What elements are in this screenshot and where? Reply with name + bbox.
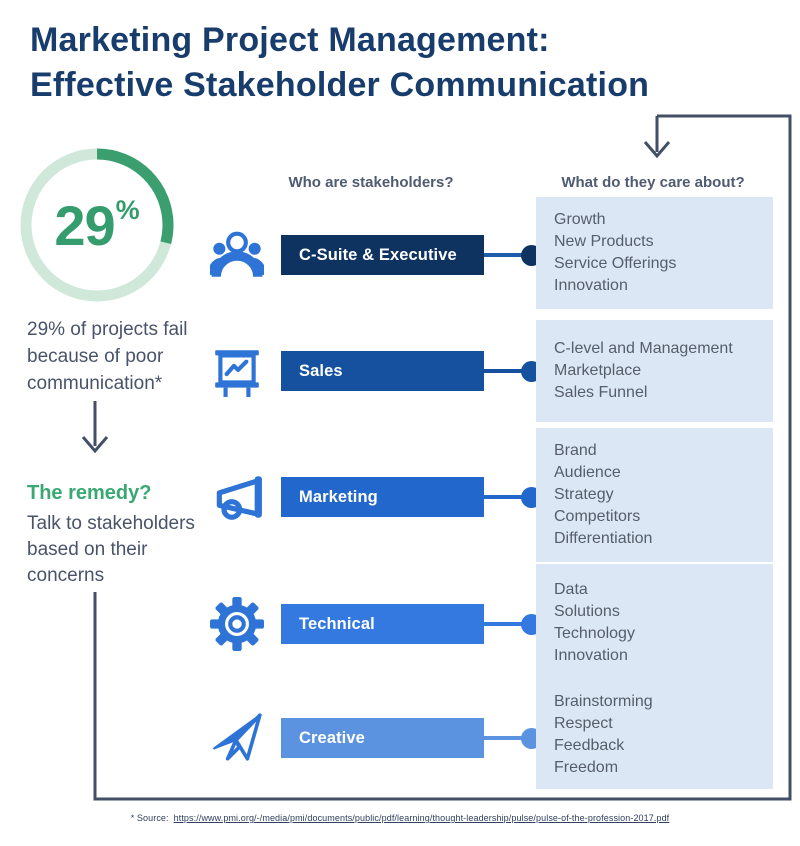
care-item: Brand [554, 442, 597, 459]
stakeholder-label-text: Technical [299, 614, 375, 633]
remedy-arrow-head [81, 436, 109, 454]
care-item: Respect [554, 715, 613, 732]
column-header-who: Who are stakeholders? [288, 174, 454, 191]
source-url-link[interactable]: https://www.pmi.org/-/media/pmi/document… [173, 813, 670, 823]
care-item: Solutions [554, 603, 620, 620]
gear-icon [210, 597, 264, 651]
stakeholder-label-text: Creative [299, 728, 365, 747]
care-item: C-level and Management [554, 340, 733, 357]
stakeholder-label: Creative [281, 718, 484, 758]
percent-sign: % [115, 194, 140, 225]
connector-line [484, 736, 524, 740]
care-item: Growth [554, 211, 606, 228]
care-item: Innovation [554, 277, 628, 294]
care-item: Service Offerings [554, 255, 677, 272]
care-item: Data [554, 581, 588, 598]
remedy-heading: The remedy? [27, 482, 152, 504]
stakeholder-label-text: C-Suite & Executive [299, 245, 457, 264]
paper-plane-icon [210, 711, 264, 765]
connector-line [484, 622, 524, 626]
stat-caption-line1: 29% of projects fail [27, 319, 188, 340]
stakeholder-label: Sales [281, 351, 484, 391]
stakeholder-label: C-Suite & Executive [281, 235, 484, 275]
connector-line [484, 253, 524, 257]
connector-line [484, 495, 524, 499]
remedy-line1: Talk to stakeholders [27, 513, 195, 534]
connector-line [484, 369, 524, 373]
donut-chart [20, 148, 174, 302]
care-item: Freedom [554, 759, 619, 776]
donut-percent: 29 % [14, 142, 180, 308]
remedy-block: The remedy? Talk to stakeholders based o… [27, 480, 195, 589]
care-item: Differentiation [554, 530, 653, 547]
care-item: Brainstorming [554, 693, 653, 710]
care-item: Competitors [554, 508, 641, 525]
care-item: Marketplace [554, 362, 642, 379]
donut-arc [20, 148, 174, 302]
stat-caption-line2: because of poor [27, 346, 164, 367]
care-item: New Products [554, 233, 654, 250]
remedy-line2: based on their [27, 539, 148, 560]
people-group-icon [210, 228, 264, 282]
care-item: Audience [554, 464, 621, 481]
page-title: Marketing Project Management: Effective … [30, 18, 649, 108]
care-item: Innovation [554, 647, 628, 664]
care-item: Strategy [554, 486, 614, 503]
source-prefix: * Source: [130, 813, 169, 823]
stakeholder-label: Technical [281, 604, 484, 644]
presentation-chart-icon [210, 344, 264, 398]
care-item: Sales Funnel [554, 384, 648, 401]
stakeholder-label: Marketing [281, 477, 484, 517]
stat-caption: 29% of projects fail because of poor com… [27, 316, 188, 397]
care-item: Technology [554, 625, 635, 642]
column-header-what: What do they care about? [561, 174, 745, 191]
page-title-line2: Effective Stakeholder Communication [30, 66, 650, 104]
top-arrow-head [643, 141, 671, 159]
remedy-line3: concerns [27, 565, 105, 586]
megaphone-icon [210, 470, 264, 524]
percent-number: 29 [54, 193, 115, 257]
source-note: * Source: https://www.pmi.org/-/media/pmi… [0, 813, 800, 823]
stakeholder-label-text: Sales [299, 361, 343, 380]
care-item: Feedback [554, 737, 625, 754]
stakeholder-label-text: Marketing [299, 487, 378, 506]
page-title-line1: Marketing Project Management: [30, 21, 550, 59]
stat-caption-line3: communication* [27, 373, 163, 394]
